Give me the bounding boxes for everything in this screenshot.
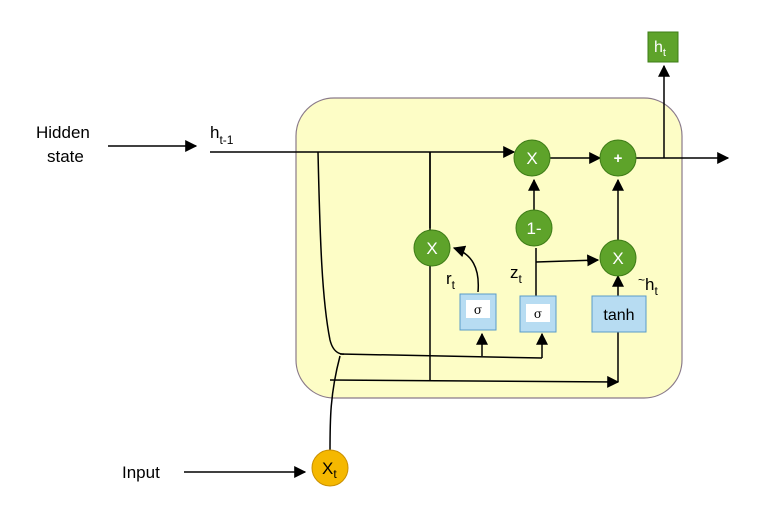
input-label: Input (122, 463, 160, 482)
mult-top-node: X (513, 139, 551, 177)
hidden-state-label-line1: Hidden (36, 123, 90, 142)
z-t-label: zt (510, 263, 523, 286)
input-path (317, 151, 345, 355)
sigma-r-gate: σ (459, 293, 497, 331)
tanh-gate: tanh (591, 295, 647, 333)
svg-text:σ: σ (474, 303, 482, 317)
r-to-reset-arrow (452, 245, 480, 293)
z-to-update-mult (535, 254, 600, 267)
sigma-z-gate: σ (519, 295, 557, 333)
svg-text:+: + (614, 150, 623, 167)
svg-text:X: X (526, 149, 537, 168)
svg-text:1-: 1- (526, 219, 541, 238)
add-node: + (599, 139, 637, 177)
update-mult-node: X (599, 239, 637, 277)
svg-text:X: X (612, 249, 623, 268)
svg-text:σ: σ (534, 307, 542, 321)
svg-text:tanh: tanh (603, 307, 634, 324)
one-minus-node: 1- (515, 209, 553, 247)
gru-cell (295, 97, 683, 399)
feed-line-lower (329, 375, 620, 388)
svg-text:Xt: Xt (322, 459, 337, 481)
h-prev-label: ht-1 (210, 123, 234, 147)
output-node: ht (647, 31, 679, 63)
xt-to-cell (329, 355, 341, 453)
h-tilde-label: ~ht (638, 273, 658, 298)
svg-text:ht: ht (654, 39, 666, 59)
reset-mult-node: X (413, 229, 451, 267)
r-t-label: rt (446, 269, 456, 292)
input-node: Xt (311, 449, 349, 487)
hidden-state-label-line2: state (47, 147, 84, 166)
feed-line-upper (339, 353, 543, 359)
svg-text:X: X (426, 239, 437, 258)
